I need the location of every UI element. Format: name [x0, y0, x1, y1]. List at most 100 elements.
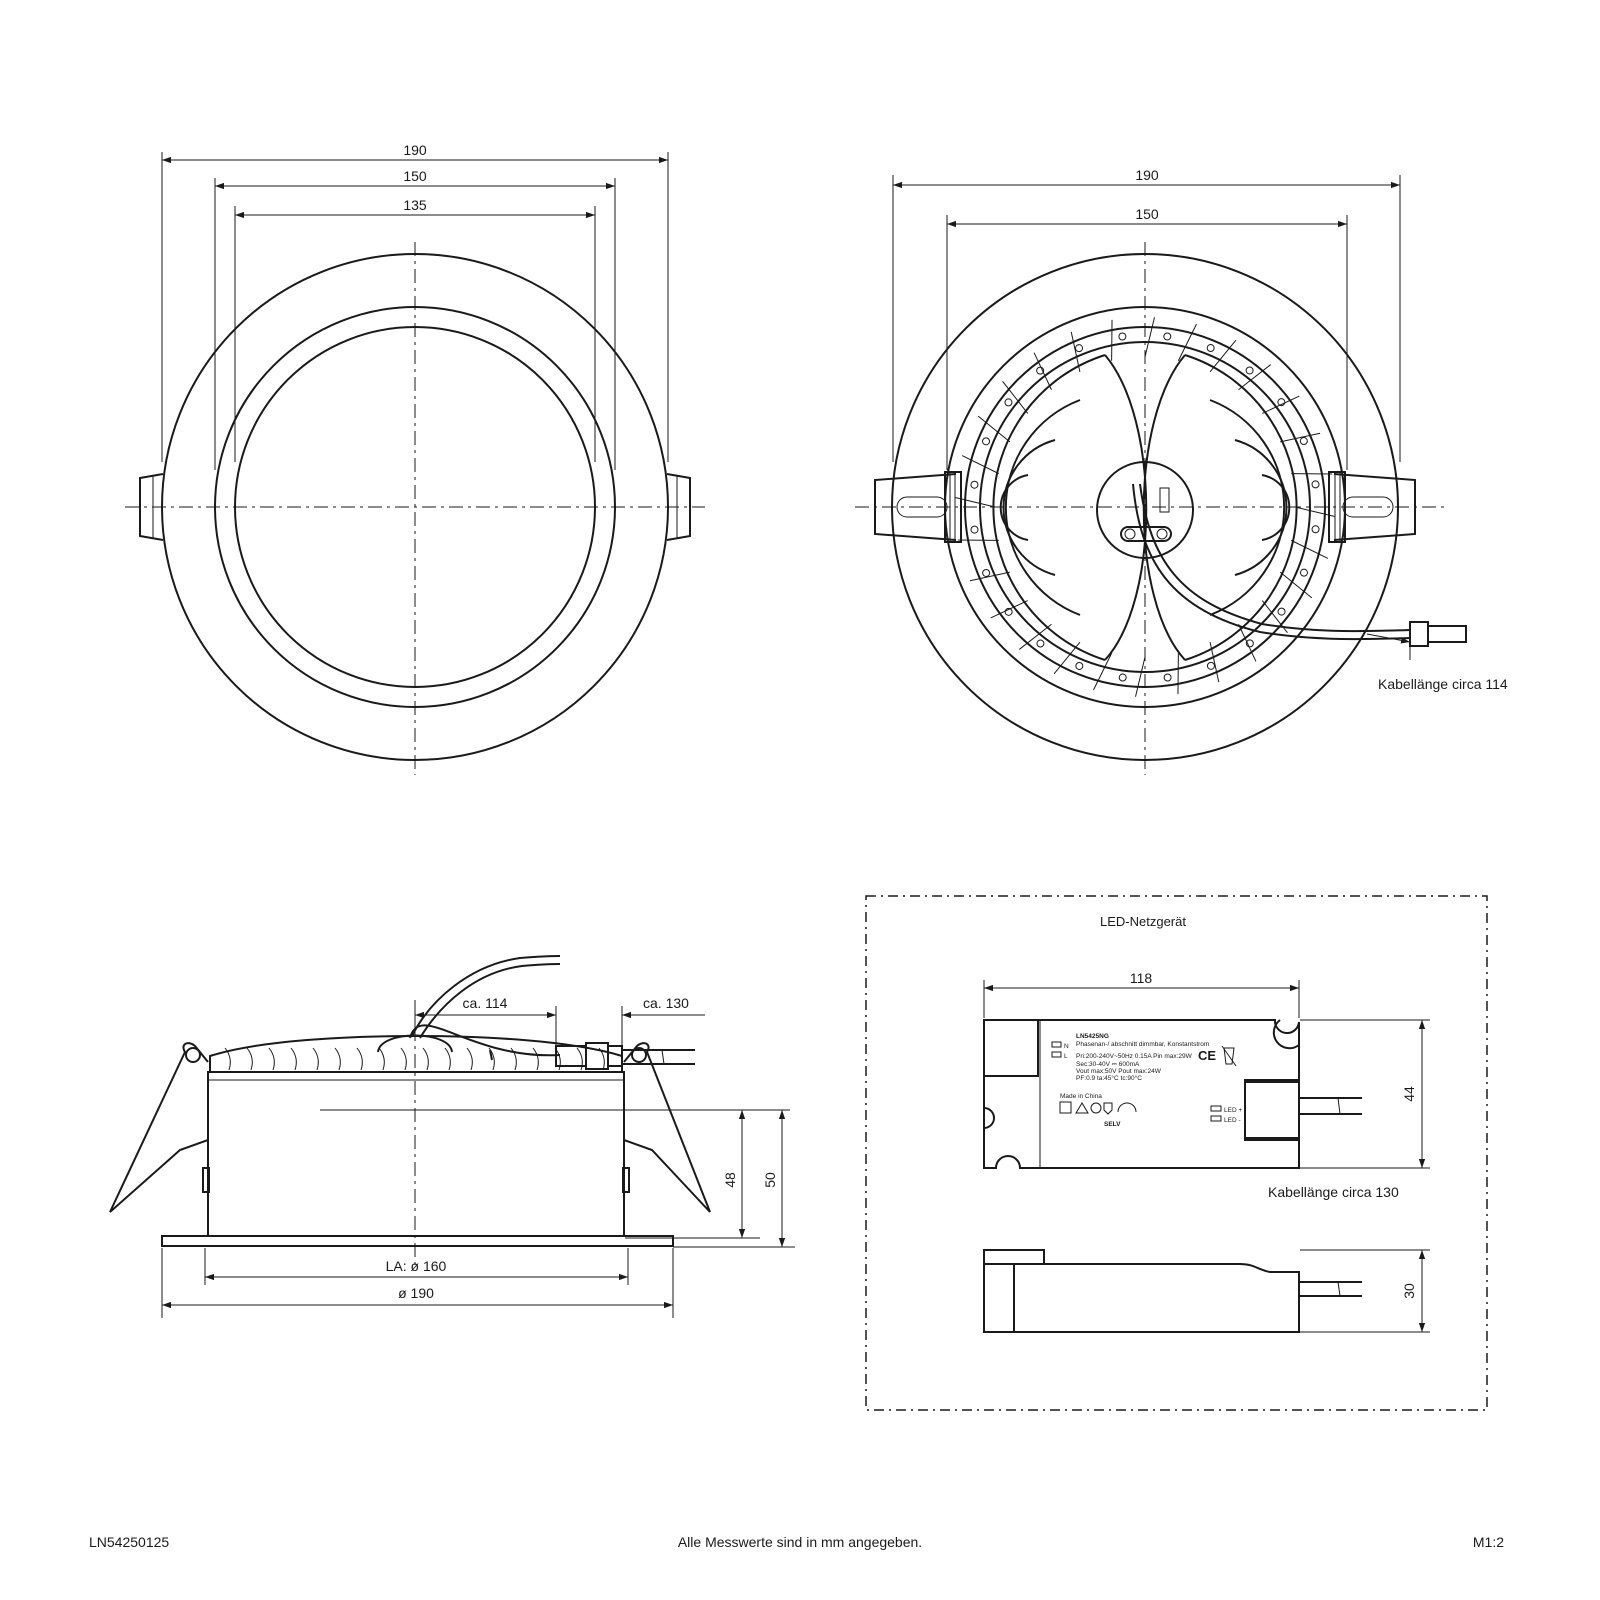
driver-body-top: [983, 1019, 1300, 1169]
screw-dot: [1004, 607, 1013, 616]
screw-dot: [1311, 525, 1320, 534]
side-dim-plug: ca. 130: [643, 995, 689, 1011]
screw-dot: [1299, 568, 1308, 577]
terminal-n-icon: [1051, 1041, 1062, 1048]
side-dim-50: 50: [762, 1172, 778, 1188]
screw-dot: [1118, 673, 1127, 682]
ring-tick: [1238, 624, 1257, 662]
ring-tick: [1053, 641, 1081, 675]
side-flange: [161, 1235, 674, 1247]
driver-label-line5: PF:0.9 ta:45°C tc:90°C: [1076, 1074, 1142, 1082]
ring-tick: [1238, 364, 1272, 391]
side-view: ca. 114 ca. 130 48 50 LA: ø 160 ø 190: [109, 955, 795, 1318]
driver-dim-height: 30: [1401, 1283, 1417, 1299]
back-view: 190 150 Kabellänge circa 114: [855, 167, 1508, 775]
heatsink-rib: [576, 1047, 583, 1071]
screw-dot: [1206, 661, 1215, 670]
side-spring-left: [109, 1042, 209, 1213]
double-insulation-icon: [1059, 1101, 1072, 1114]
driver-label-selv: SELV: [1104, 1121, 1121, 1128]
ring-tick: [1209, 339, 1237, 373]
side-dim-diameter: ø 190: [398, 1285, 434, 1301]
driver-panel: LED-Netzgerät LN5425NG Phasenan-/ abschn…: [865, 895, 1488, 1411]
ring-tick: [1135, 656, 1146, 697]
driver-cable-length-note: Kabellänge circa 130: [1268, 1184, 1399, 1200]
front-clip-right: [666, 473, 691, 541]
ring-tick: [961, 455, 999, 475]
junction-switch: [1159, 487, 1170, 513]
footer-units-note: Alle Messwerte sind in mm angegeben.: [677, 1534, 923, 1550]
screw-dot: [1299, 437, 1308, 446]
heatsink-rib: [356, 1047, 363, 1071]
ring-tick: [990, 600, 1028, 619]
ring-tick: [1262, 395, 1300, 414]
screw-dot: [1277, 398, 1286, 407]
screw-dot: [1036, 639, 1045, 648]
heatsink-rib: [400, 1047, 407, 1071]
driver-label-model: LN5425NG: [1076, 1033, 1109, 1040]
screw-dot: [1163, 673, 1172, 682]
ring-tick: [1018, 623, 1052, 650]
back-dim-190: 190: [1135, 167, 1159, 183]
ring-tick: [1144, 317, 1155, 358]
driver-label-line2: Pri:200-240V~50Hz 0.15A Pin max:29W: [1076, 1053, 1193, 1060]
back-cable-length-note: Kabellänge circa 114: [1378, 676, 1508, 692]
heatsink-fins-left: [992, 354, 1148, 661]
driver-label-line4: Vout max:50V Pout max:24W: [1076, 1068, 1162, 1075]
ring-tick: [977, 415, 1011, 443]
ring-tick: [1002, 380, 1029, 414]
side-heatsink-ribs: [224, 1047, 605, 1071]
heatsink-rib: [444, 1047, 451, 1071]
driver-terminal-input: [983, 1019, 1039, 1077]
heatsink-rib: [532, 1047, 539, 1071]
screw-dot: [1311, 480, 1320, 489]
screw-dot: [1245, 639, 1254, 648]
screw-dot: [1245, 366, 1254, 375]
ring-tick: [969, 571, 1010, 582]
ring-tick: [1177, 323, 1197, 361]
terminal-l-icon: [1051, 1051, 1062, 1058]
ring-tick: [1291, 539, 1329, 559]
driver-label-led-plus: LED +: [1224, 1107, 1242, 1114]
screw-dot: [1075, 344, 1084, 353]
back-dim-150: 150: [1135, 206, 1159, 222]
ring-tick: [1280, 432, 1321, 443]
driver-label: LN5425NG Phasenan-/ abschnitt dimmbar, K…: [1051, 1033, 1242, 1128]
shield-icon: [1103, 1102, 1113, 1115]
heatsink-rib: [224, 1047, 231, 1071]
side-spring-right: [623, 1042, 711, 1213]
footer-scale: M1:2: [1472, 1534, 1504, 1550]
screw-dot: [1163, 332, 1172, 341]
driver-label-made-in: Made in China: [1060, 1093, 1102, 1100]
screw-dot: [970, 480, 979, 489]
heatsink-rib: [334, 1047, 341, 1071]
side-plug: [585, 1042, 609, 1070]
heatsink-rib: [312, 1047, 319, 1071]
ring-tick: [1209, 642, 1220, 683]
heatsink-rib: [378, 1047, 385, 1071]
weee-bin-icon: [1221, 1045, 1237, 1067]
heatsink-rib: [466, 1047, 473, 1071]
driver-terminal-output: [1244, 1081, 1300, 1139]
driver-dim-width: 44: [1401, 1086, 1417, 1102]
screw-dot: [1118, 332, 1127, 341]
side-dim-48: 48: [722, 1172, 738, 1188]
heatsink-rib: [290, 1047, 297, 1071]
heatsink-rib: [488, 1047, 495, 1071]
furniture-mark-icon: [1075, 1102, 1089, 1114]
screw-dot: [1075, 661, 1084, 670]
thermal-icon: [1090, 1102, 1102, 1114]
ce-mark: CE: [1198, 1048, 1216, 1063]
driver-frame: [865, 895, 1488, 1411]
screw-dot: [1277, 607, 1286, 616]
screw-dot: [1004, 398, 1013, 407]
side-dim-cutout: LA: ø 160: [386, 1258, 447, 1274]
screw-dot: [982, 437, 991, 446]
driver-label-term-l: L: [1064, 1053, 1068, 1060]
back-cable-plug: [1409, 621, 1429, 647]
screw-dot: [982, 568, 991, 577]
screw-dot: [1036, 366, 1045, 375]
driver-body-side: [983, 1249, 1300, 1333]
screw-dot: [1206, 344, 1215, 353]
heatsink-rib: [510, 1047, 517, 1071]
